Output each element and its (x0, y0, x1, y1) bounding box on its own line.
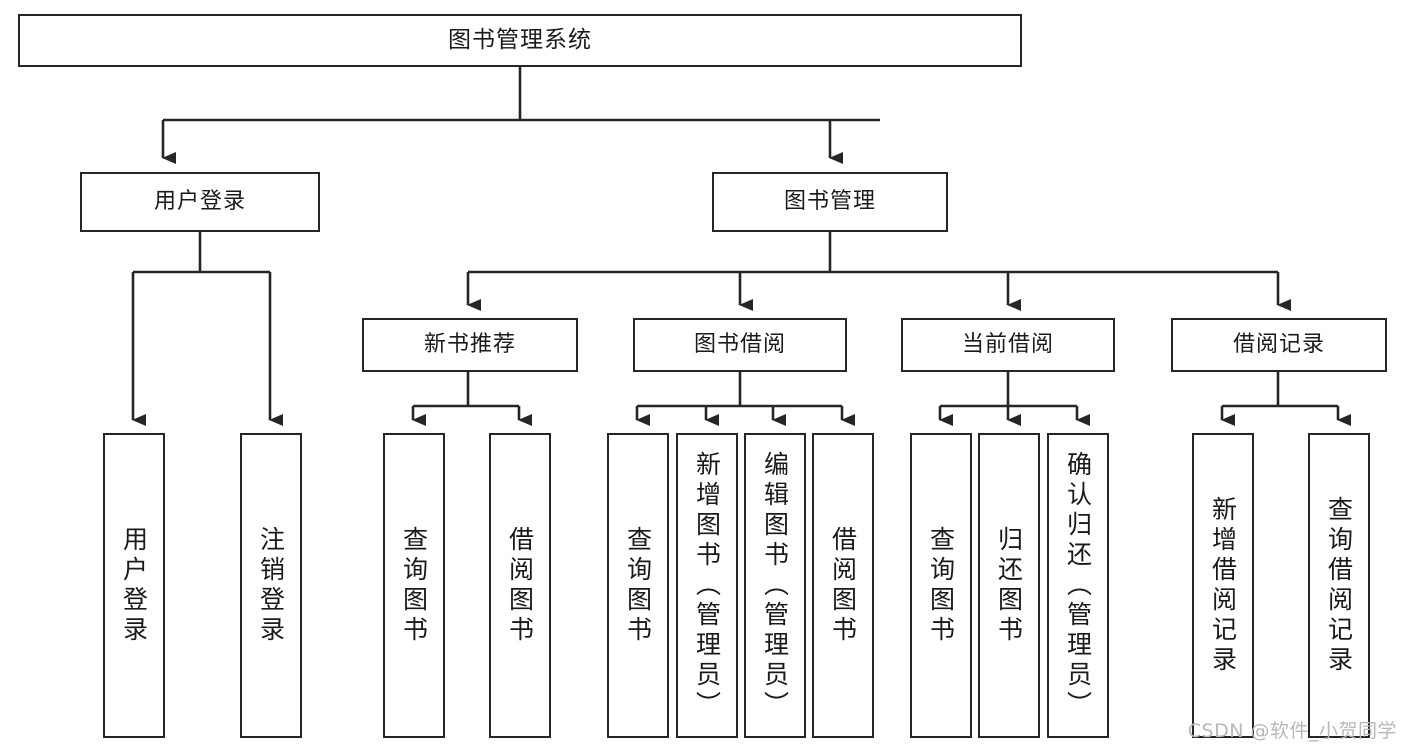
leaf-label: 用户登录 (119, 525, 149, 646)
leaf-query-borrow-record[interactable]: 查询借阅记录 (1308, 433, 1370, 738)
leaf-confirm-return-admin[interactable]: 确认归还（管理员） (1047, 433, 1109, 738)
leaf-edit-book-admin[interactable]: 编辑图书（管理员） (744, 433, 806, 738)
leaf-query-book-current[interactable]: 查询图书 (910, 433, 972, 738)
leaf-label: 查询图书 (926, 525, 956, 646)
leaf-label: 注销登录 (256, 525, 286, 646)
leaf-label: 新增图书（管理员） (692, 450, 722, 721)
leaf-logout[interactable]: 注销登录 (240, 433, 302, 738)
node-borrow-record[interactable]: 借阅记录 (1171, 318, 1387, 372)
node-book-borrow[interactable]: 图书借阅 (633, 318, 847, 372)
leaf-user-login[interactable]: 用户登录 (103, 433, 165, 738)
leaf-label: 查询图书 (623, 525, 653, 646)
leaf-label: 新增借阅记录 (1208, 495, 1238, 676)
node-root[interactable]: 图书管理系统 (18, 14, 1022, 67)
node-new-book-recommend[interactable]: 新书推荐 (362, 318, 578, 372)
leaf-label: 查询借阅记录 (1324, 495, 1354, 676)
leaf-borrow-book-new[interactable]: 借阅图书 (489, 433, 551, 738)
leaf-add-borrow-record[interactable]: 新增借阅记录 (1192, 433, 1254, 738)
node-book-management[interactable]: 图书管理 (712, 172, 948, 232)
leaf-query-book-borrow[interactable]: 查询图书 (607, 433, 669, 738)
leaf-query-book-new[interactable]: 查询图书 (383, 433, 445, 738)
leaf-label: 归还图书 (994, 525, 1024, 646)
leaf-label: 借阅图书 (828, 525, 858, 646)
leaf-label: 编辑图书（管理员） (760, 450, 790, 721)
watermark: CSDN @软件_小贺同学 (1187, 720, 1397, 742)
leaf-borrow-book[interactable]: 借阅图书 (812, 433, 874, 738)
leaf-add-book-admin[interactable]: 新增图书（管理员） (676, 433, 738, 738)
node-current-borrow[interactable]: 当前借阅 (901, 318, 1115, 372)
node-user-login[interactable]: 用户登录 (80, 172, 320, 232)
leaf-label: 借阅图书 (505, 525, 535, 646)
leaf-return-book[interactable]: 归还图书 (978, 433, 1040, 738)
leaf-label: 查询图书 (399, 525, 429, 646)
leaf-label: 确认归还（管理员） (1063, 450, 1093, 721)
